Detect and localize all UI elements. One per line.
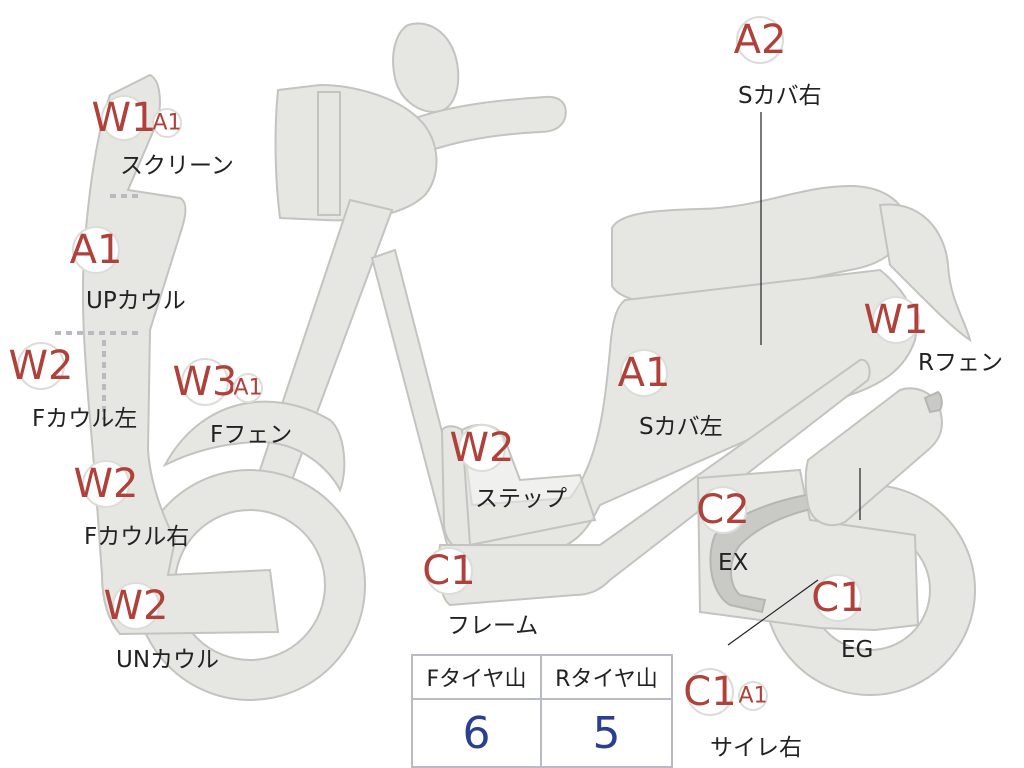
muffler (804, 387, 943, 527)
marker-step: W2 ステップ (450, 424, 567, 512)
front-tire-value: 6 (413, 700, 542, 766)
handlebar (408, 95, 567, 152)
grade-label: C1 (811, 575, 864, 621)
part-label: スクリーン (120, 153, 234, 179)
grade-circle (458, 424, 506, 472)
grade-circle (686, 668, 734, 716)
grade-circle (17, 342, 65, 390)
grade-circle (112, 582, 160, 630)
grade-circle (101, 95, 147, 141)
grade-label: C2 (696, 487, 749, 533)
marker-up-cowl: A1 UPカウル (70, 226, 186, 314)
sub-grade-circle (233, 373, 263, 403)
marker-s-cover-right: A2 Sカバ右 (734, 16, 822, 109)
rear-tire-header: Rタイヤ山 (542, 656, 671, 700)
part-label: UPカウル (86, 288, 186, 314)
tire-tread-table: Fタイヤ山 Rタイヤ山 6 5 (411, 654, 673, 768)
marker-s-cover-left: A1 Sカバ左 (618, 349, 723, 440)
grade-circle (620, 349, 668, 397)
marker-exhaust: C2 EX (696, 486, 750, 576)
part-label: Fカウル左 (32, 406, 137, 432)
sub-grade-label: A1 (233, 376, 262, 401)
part-label: EX (718, 550, 749, 576)
grade-circle (736, 16, 784, 64)
part-label: サイレ右 (710, 735, 802, 761)
mirror (392, 22, 460, 114)
grade-label: A1 (618, 350, 671, 396)
marker-f-cowl-left: W2 Fカウル左 (9, 342, 137, 432)
leader-lines (727, 112, 861, 646)
grade-circle (425, 547, 473, 595)
grade-label: W2 (450, 425, 515, 471)
part-label: Sカバ右 (738, 83, 822, 109)
part-label: EG (841, 637, 873, 663)
grade-label: W2 (9, 343, 74, 389)
grade-label: W2 (74, 461, 139, 507)
marker-f-cowl-right: W2 Fカウル右 (74, 460, 189, 550)
grade-circle (699, 486, 747, 534)
part-label: Rフェン (918, 350, 1003, 376)
front-fender (162, 400, 346, 493)
muffler-tip (923, 390, 943, 414)
headlight-lens (317, 91, 341, 216)
grade-circle (82, 460, 130, 508)
part-label: Fカウル右 (84, 524, 189, 550)
marker-f-fender: W3 A1 Fフェン (173, 358, 292, 448)
part-label: ステップ (475, 486, 567, 512)
sub-grade-label: A1 (152, 111, 181, 136)
part-label: Fフェン (210, 422, 292, 448)
headlight-cowl (274, 83, 438, 222)
marker-un-cowl: W2 UNカウル (104, 582, 219, 673)
part-label: Sカバ左 (639, 414, 723, 440)
grade-label: A2 (734, 17, 787, 63)
part-label: UNカウル (116, 647, 219, 673)
grade-label: W2 (104, 583, 169, 629)
grade-circle (72, 226, 120, 274)
grade-label: C1 (683, 669, 736, 715)
tail (878, 203, 972, 343)
grade-label: C1 (422, 548, 475, 594)
marker-engine: C1 EG (811, 574, 873, 663)
cowl-dividers (55, 194, 140, 420)
marker-screen: W1 A1 スクリーン (92, 95, 234, 179)
grade-label: A1 (70, 227, 123, 273)
marker-muffler-right: C1 A1 サイレ右 (683, 668, 802, 761)
marker-frame: C1 フレーム (422, 547, 538, 639)
sub-grade-circle (738, 681, 768, 711)
sub-grade-circle (152, 108, 182, 138)
grade-circle (814, 574, 862, 622)
marker-r-fender: W1 Rフェン (864, 296, 1003, 376)
grade-circle (872, 296, 920, 344)
grade-circle (181, 358, 229, 406)
side-cover (440, 268, 917, 554)
sub-grade-label: A1 (738, 684, 767, 709)
front-tire-header: Fタイヤ山 (413, 656, 542, 700)
grade-label: W1 (92, 95, 157, 141)
grade-label: W3 (173, 359, 238, 405)
rear-tire-value: 5 (592, 707, 621, 759)
grade-label: W1 (864, 297, 929, 343)
part-label: フレーム (447, 613, 538, 639)
